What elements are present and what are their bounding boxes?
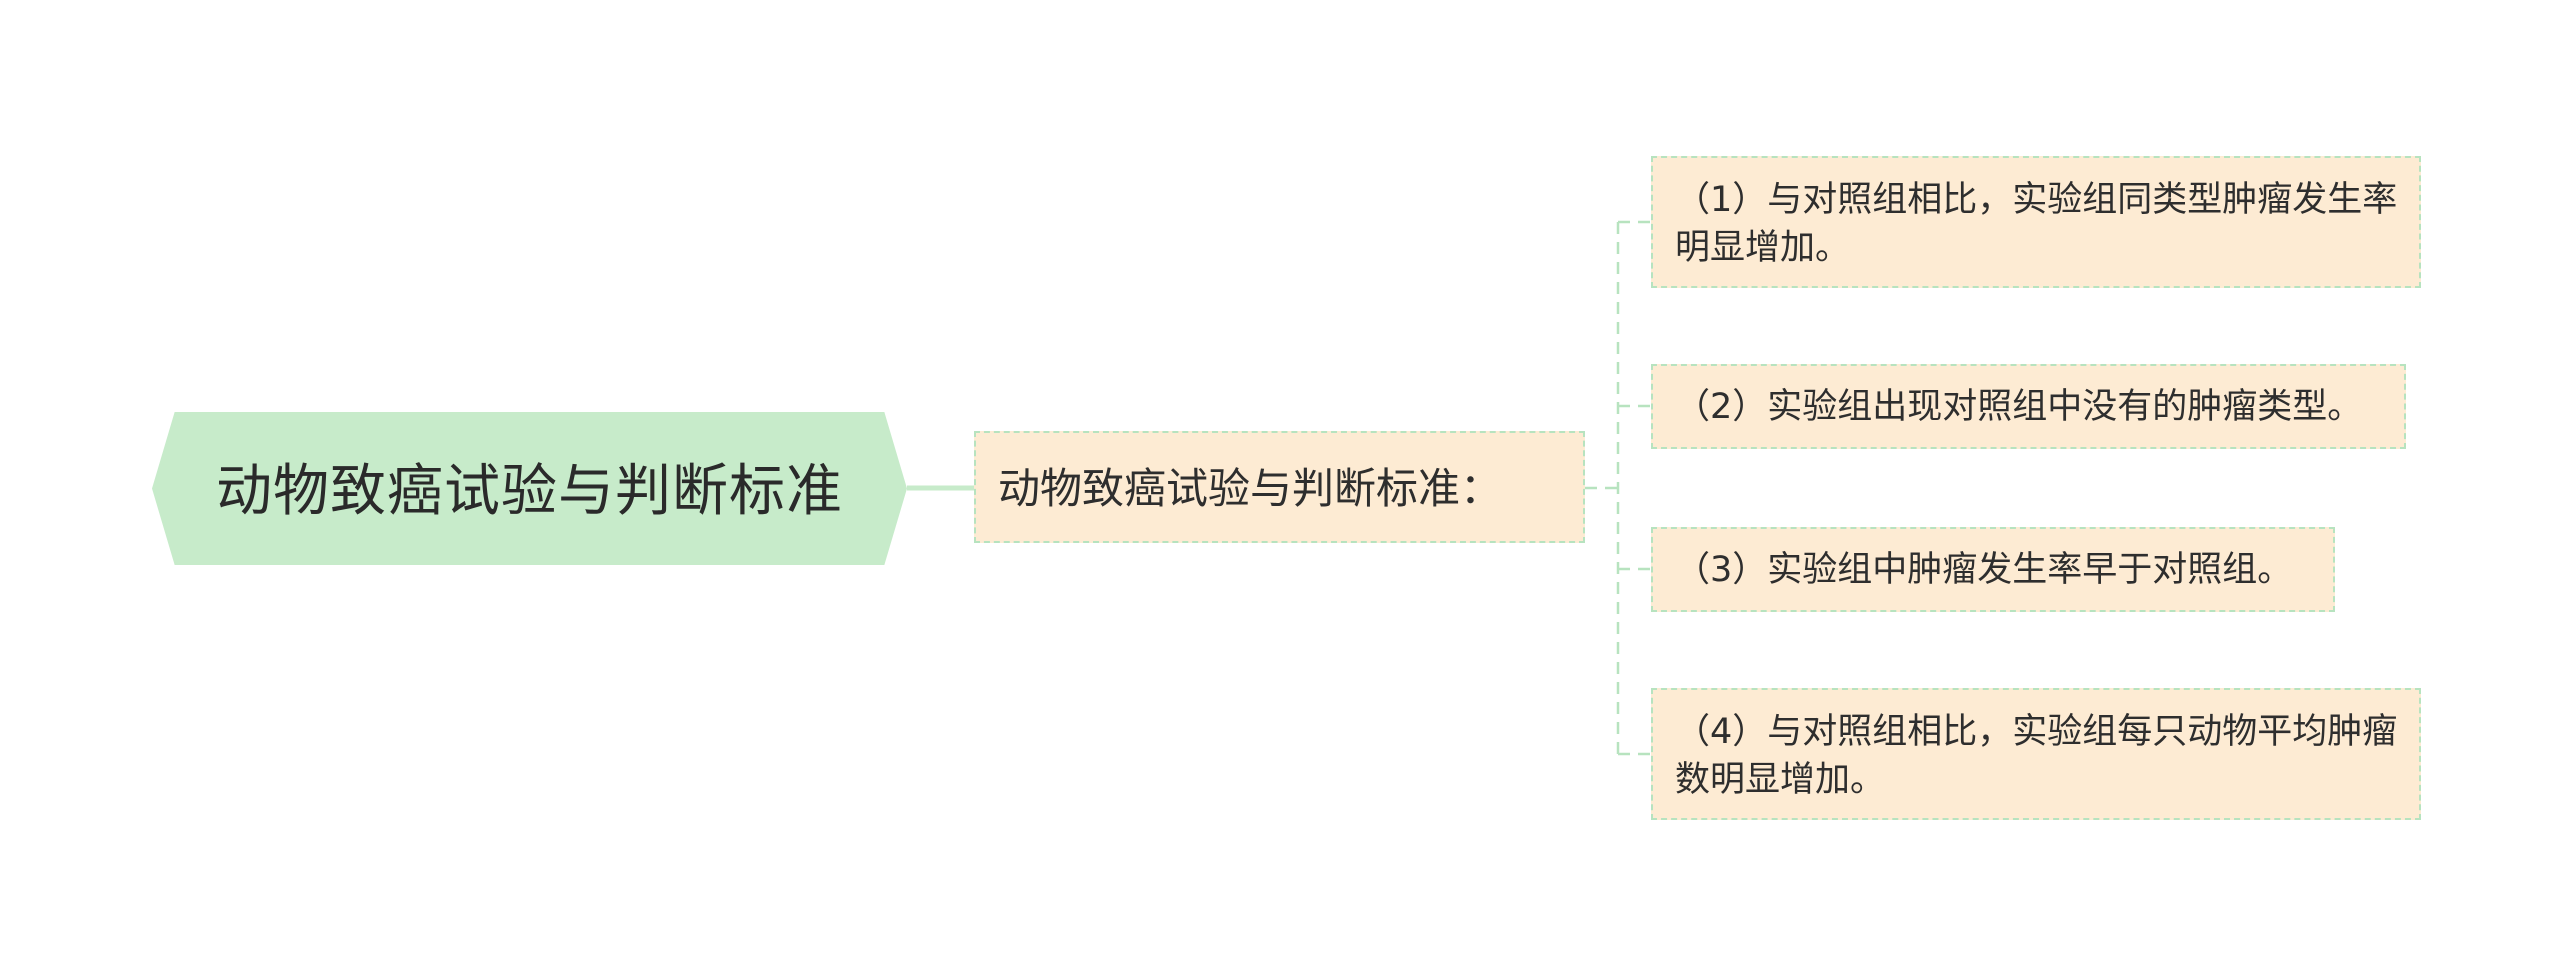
subtopic-label: 动物致癌试验与判断标准： — [998, 463, 1503, 513]
subtopic-node[interactable]: 动物致癌试验与判断标准： — [974, 431, 1585, 543]
leaf-label-2: （2）实验组出现对照组中没有的肿瘤类型。 — [1675, 387, 2363, 427]
leaf-label-1: （1）与对照组相比，实验组同类型肿瘤发生率明显增加。 — [1675, 180, 2398, 268]
sub-to-leaves-connector — [1585, 220, 1651, 756]
leaf-node-1[interactable]: （1）与对照组相比，实验组同类型肿瘤发生率明显增加。 — [1651, 156, 2421, 288]
root-topic-label: 动物致癌试验与判断标准 — [216, 459, 843, 524]
leaf-node-2[interactable]: （2）实验组出现对照组中没有的肿瘤类型。 — [1651, 364, 2406, 449]
root-topic-node[interactable]: 动物致癌试验与判断标准 — [152, 412, 907, 565]
leaf-label-3: （3）实验组中肿瘤发生率早于对照组。 — [1675, 550, 2293, 590]
leaf-node-3[interactable]: （3）实验组中肿瘤发生率早于对照组。 — [1651, 527, 2335, 612]
leaf-label-4: （4）与对照组相比，实验组每只动物平均肿瘤数明显增加。 — [1675, 712, 2398, 800]
leaf-node-4[interactable]: （4）与对照组相比，实验组每只动物平均肿瘤数明显增加。 — [1651, 688, 2421, 820]
